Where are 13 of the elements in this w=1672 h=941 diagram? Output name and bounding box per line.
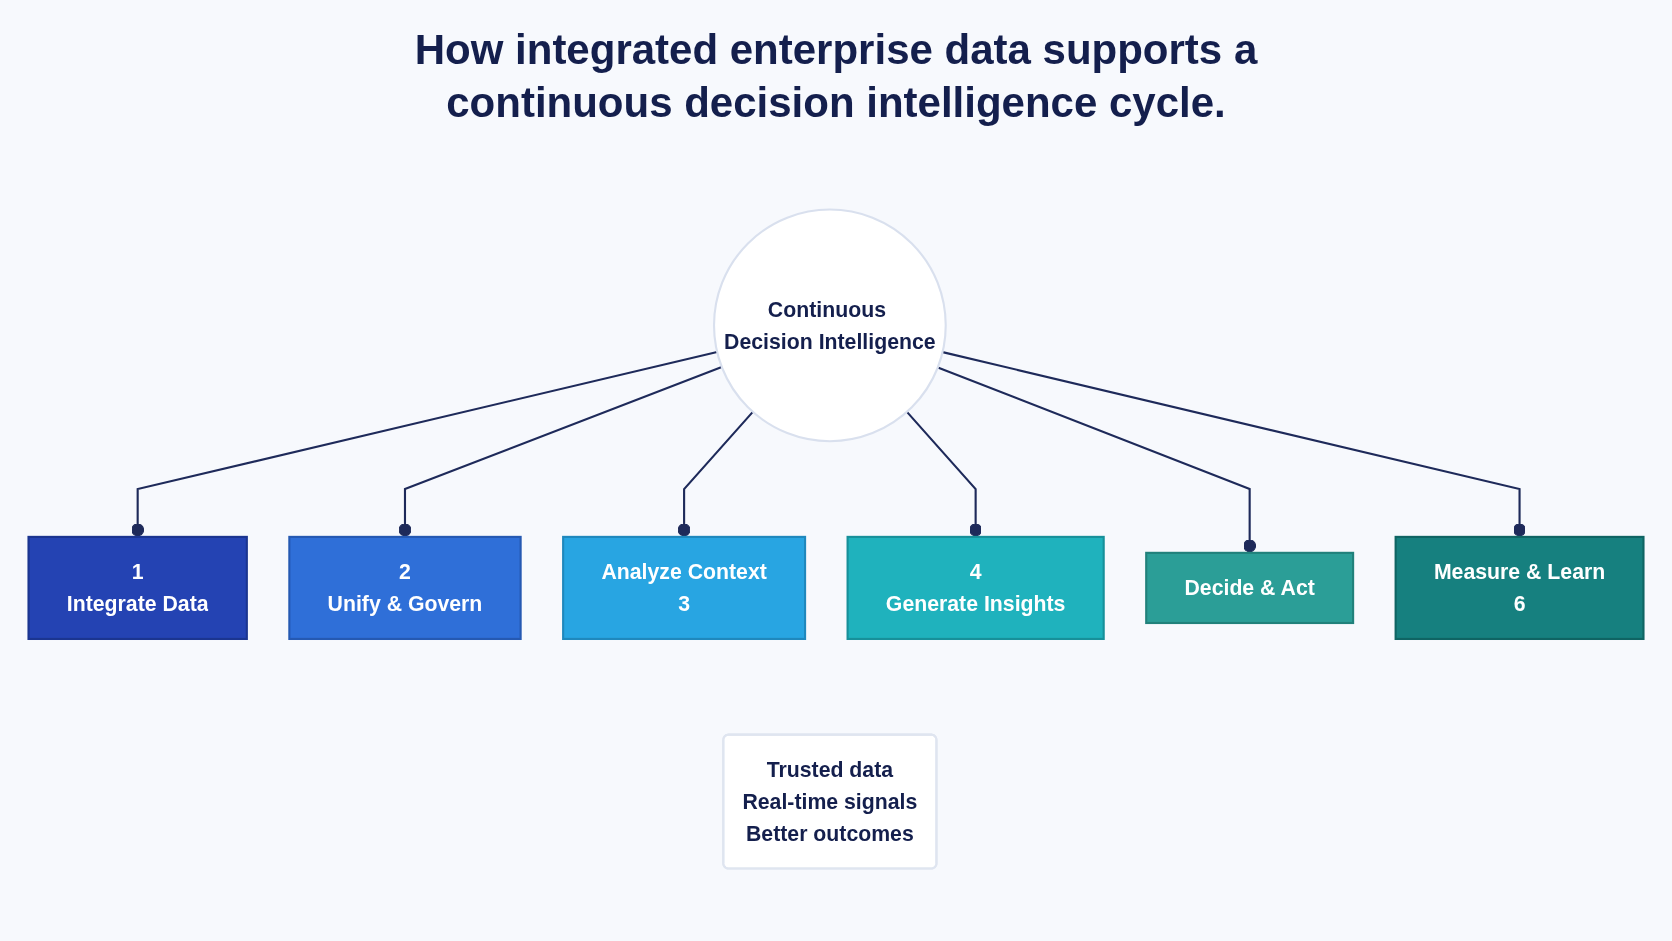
node-box: Measure & Learn 6 bbox=[1394, 536, 1645, 641]
connector bbox=[131, 351, 718, 538]
node-box: Analyze Context 3 bbox=[562, 536, 807, 641]
connector bbox=[677, 411, 754, 538]
node-box: 2 Unify & Govern bbox=[288, 536, 522, 641]
node-box: Decide & Act bbox=[1145, 552, 1355, 625]
node-circle: Continuous Decision Intelligence bbox=[712, 208, 947, 443]
node-box: 4 Generate Insights bbox=[846, 536, 1105, 641]
connector bbox=[942, 351, 1526, 538]
connector bbox=[937, 366, 1257, 554]
title: How integrated enterprise data supports a continuous decision intelligence cycle. bbox=[413, 25, 1259, 128]
node-box: 1 Integrate Data bbox=[27, 536, 248, 641]
connector bbox=[906, 411, 983, 538]
